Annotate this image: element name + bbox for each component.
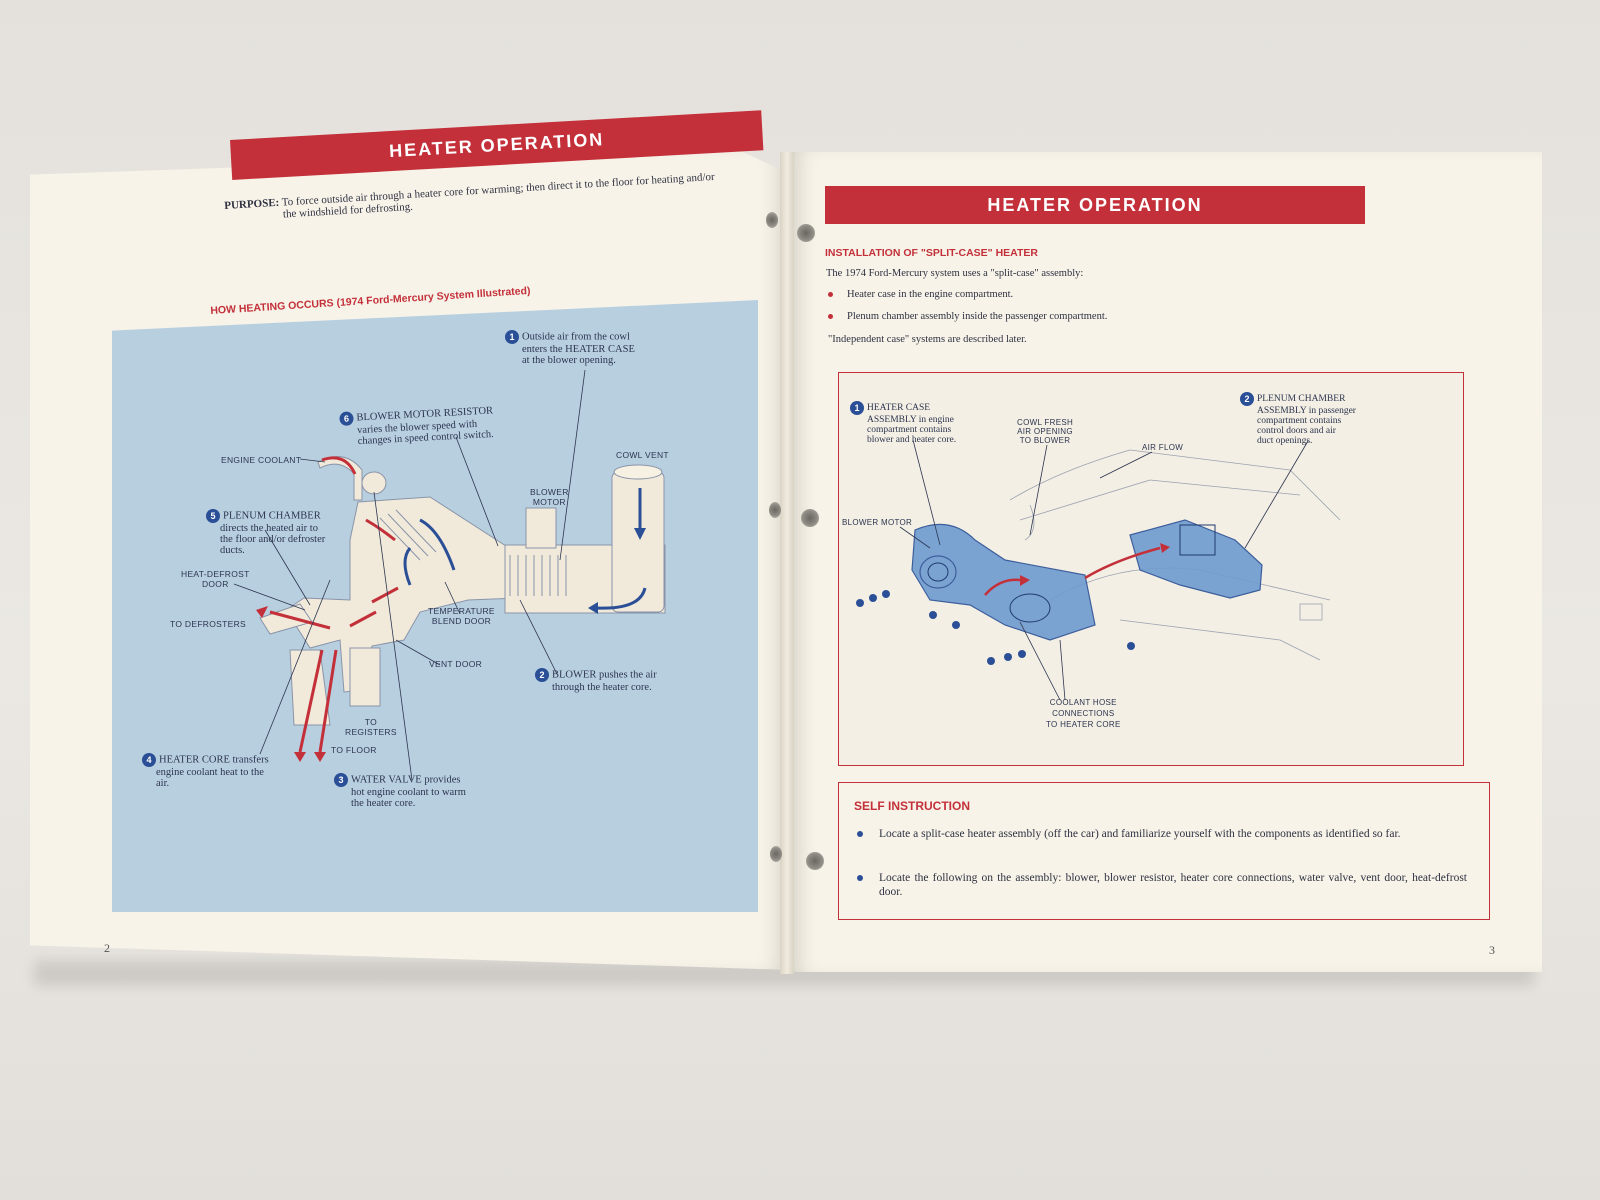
installation-subtitle: INSTALLATION OF "SPLIT-CASE" HEATER — [825, 247, 1038, 259]
callout-5-line-3: the floor and/or defroster — [220, 534, 326, 545]
self-instruction-item-1-text: Locate a split-case heater assembly (off… — [879, 828, 1401, 840]
self-instruction-title: SELF INSTRUCTION — [854, 799, 970, 813]
callout-4-line-3: air. — [156, 778, 170, 789]
binding-hole-left-bottom — [770, 846, 782, 862]
bullet-dot — [857, 875, 863, 881]
label-heat-defrost-door: HEAT-DEFROST DOOR — [181, 569, 250, 589]
binding-hole-left-top — [766, 212, 778, 228]
label-cowl-fresh-air: COWL FRESH AIR OPENING TO BLOWER — [1017, 418, 1073, 445]
label-temp-blend-line-1: TEMPERATURE — [428, 606, 495, 616]
right-header-title: HEATER OPERATION — [987, 195, 1203, 215]
callout-1-line-3: at the blower opening. — [522, 355, 616, 366]
label-to-registers-line-1: TO — [364, 717, 378, 727]
callout-4-line-2: engine coolant heat to the — [156, 767, 264, 778]
label-vent-door: VENT DOOR — [429, 659, 483, 669]
coolant-line-3: TO HEATER CORE — [1046, 720, 1121, 729]
label-blower-motor: BLOWER MOTOR — [530, 487, 569, 507]
diagram-callout-1-line-3: compartment contains — [867, 425, 952, 435]
diagram-callout-1-line-4: blower and heater core. — [867, 435, 957, 445]
bullet-dot — [828, 292, 833, 298]
callout-2-line-1: BLOWER pushes the air — [552, 669, 657, 681]
binding-hole-left-mid — [769, 502, 781, 518]
diagram-callout-1-line-2: ASSEMBLY in engine — [867, 415, 954, 425]
bullet-dot — [857, 831, 863, 837]
label-to-floor: TO FLOOR — [331, 745, 377, 755]
installation-bullet-2-text: Plenum chamber assembly inside the passe… — [847, 311, 1108, 322]
label-heat-defrost-line-1: HEAT-DEFROST — [181, 569, 250, 579]
diagram-callout-2-line-3: compartment contains — [1257, 416, 1342, 426]
binding-hole-top — [797, 224, 815, 242]
self-instruction-item-2-text: Locate the following on the assembly: bl… — [879, 872, 1467, 898]
cowl-line-2: AIR OPENING — [1017, 427, 1073, 436]
coolant-line-2: CONNECTIONS — [1052, 709, 1115, 718]
spine-gutter — [780, 152, 794, 974]
callout-2-line-2: through the heater core. — [552, 682, 652, 693]
label-air-flow: AIR FLOW — [1142, 443, 1184, 452]
diagram-callout-2-line-4: control doors and air — [1257, 426, 1336, 436]
label-temp-blend-line-2: BLEND DOOR — [431, 616, 492, 626]
diagram-callout-2-line-1: PLENUM CHAMBER — [1257, 394, 1346, 405]
installation-intro: The 1974 Ford-Mercury system uses a "spl… — [826, 268, 1084, 279]
callout-2-number: 2 — [535, 668, 549, 682]
callout-5-number: 5 — [206, 509, 220, 523]
self-instruction-item-1: Locate a split-case heater assembly (off… — [857, 827, 1467, 841]
label-blower-motor-line-2: MOTOR — [532, 497, 566, 507]
binding-hole-bottom — [806, 852, 824, 870]
callout-3-line-3: the heater core. — [351, 798, 416, 809]
label-heat-defrost-line-2: DOOR — [201, 579, 229, 589]
diagram-callout-2-line-2: ASSEMBLY in passenger — [1257, 406, 1356, 416]
label-engine-coolant: ENGINE COOLANT — [221, 455, 302, 465]
installation-bullet-1-text: Heater case in the engine compartment. — [847, 289, 1014, 300]
diagram-callout-2-line-5: duct openings. — [1257, 436, 1313, 446]
callout-3-line-1: WATER VALVE provides — [351, 774, 461, 786]
callout-4-number: 4 — [142, 753, 156, 767]
diagram-callout-1-number: 1 — [850, 401, 864, 415]
callout-1-line-1: Outside air from the cowl — [522, 331, 630, 343]
self-instruction-box: SELF INSTRUCTION Locate a split-case hea… — [838, 782, 1490, 920]
label-blower-motor-line-1: BLOWER — [530, 487, 569, 497]
label-cowl-vent: COWL VENT — [616, 450, 669, 460]
installation-bullet-2: Plenum chamber assembly inside the passe… — [828, 311, 1107, 322]
self-instruction-item-2: Locate the following on the assembly: bl… — [857, 871, 1467, 899]
callout-1-number: 1 — [505, 330, 519, 344]
cowl-line-1: COWL FRESH — [1017, 418, 1074, 427]
diagram-callout-1-line-1: HEATER CASE — [867, 403, 931, 414]
callout-3-number: 3 — [334, 773, 348, 787]
binding-hole-middle — [801, 509, 819, 527]
bullet-dot — [828, 314, 833, 320]
right-header-band: HEATER OPERATION — [825, 186, 1365, 224]
callout-5-line-4: ducts. — [220, 545, 245, 556]
callout-4-line-1: HEATER CORE transfers — [159, 754, 269, 766]
callout-5-line-2: directs the heated air to — [220, 523, 318, 534]
label-to-defrosters: TO DEFROSTERS — [170, 619, 247, 629]
installation-note: "Independent case" systems are described… — [828, 334, 1027, 345]
left-page-number: 2 — [104, 941, 110, 955]
label-coolant-hose: COOLANT HOSE CONNECTIONS TO HEATER CORE — [1046, 697, 1121, 730]
label-blower-motor-right: BLOWER MOTOR — [842, 518, 913, 527]
label-temperature-blend-door: TEMPERATURE BLEND DOOR — [428, 606, 495, 626]
coolant-line-1: COOLANT HOSE — [1049, 698, 1117, 707]
cowl-line-3: TO BLOWER — [1019, 436, 1071, 445]
callout-1-line-2: enters the HEATER CASE — [522, 344, 635, 355]
callout-3-line-2: hot engine coolant to warm — [351, 787, 466, 798]
label-to-registers-line-2: REGISTERS — [345, 727, 397, 737]
installation-bullet-1: Heater case in the engine compartment. — [828, 289, 1013, 300]
diagram-callout-2-number: 2 — [1240, 392, 1254, 406]
label-to-registers: TO REGISTERS — [345, 717, 397, 737]
right-page-number: 3 — [1489, 943, 1495, 957]
callout-5-line-1: PLENUM CHAMBER — [223, 510, 321, 522]
